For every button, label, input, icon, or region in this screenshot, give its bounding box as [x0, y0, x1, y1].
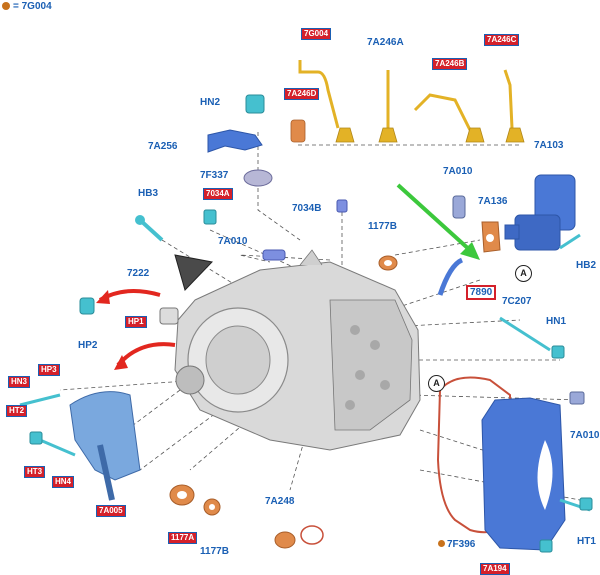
label-7a136: 7A136 — [478, 196, 508, 207]
label-7a246a: 7A246A — [367, 37, 404, 48]
label-hn1: HN1 — [546, 316, 567, 327]
gold-tubes — [298, 60, 514, 131]
label-hn2: HN2 — [200, 97, 221, 108]
label-hb2: HB2 — [576, 260, 597, 271]
red-arrows — [96, 289, 176, 370]
red-label-7a005: 7A005 — [96, 505, 126, 517]
label-1177b-top: 1177B — [368, 221, 397, 232]
label-7a248: 7A248 — [265, 496, 295, 507]
label-1177b-bottom: 1177B — [200, 546, 229, 557]
label-7f337: 7F337 — [200, 170, 229, 181]
legend-dot-icon — [2, 2, 10, 10]
red-label-hp3: HP3 — [38, 364, 60, 376]
label-7f396: 7F396 — [438, 539, 475, 551]
label-7a103: 7A103 — [534, 140, 564, 151]
legend: = 7G004 — [2, 1, 52, 12]
red-label-hp1: HP1 — [125, 316, 147, 328]
label-7a010-right: 7A010 — [570, 430, 600, 441]
green-arrow — [396, 183, 480, 260]
red-label-left1: HN3 — [8, 376, 31, 388]
dot-icon — [438, 540, 445, 547]
label-7222: 7222 — [127, 268, 150, 279]
side-cover — [481, 397, 566, 551]
label-7a256: 7A256 — [148, 141, 178, 152]
label-7034b: 7034B — [292, 203, 322, 214]
small-parts — [19, 94, 593, 553]
label-7a010-top: 7A010 — [443, 166, 473, 177]
red-label-top1: 7G004 — [301, 28, 332, 40]
label-hb3: HB3 — [138, 188, 159, 199]
red-label-top2: 7A246C — [484, 34, 520, 46]
circle-ref-a-top: A — [515, 265, 532, 282]
label-7890: 7890 — [466, 285, 497, 300]
transmission-housing — [174, 249, 421, 451]
red-label-small: 7034A — [203, 188, 233, 200]
red-label-top4: 7A246D — [284, 88, 320, 100]
orange-sensor — [290, 119, 306, 143]
pump-assembly — [504, 174, 576, 251]
label-hp2: HP2 — [78, 340, 98, 351]
legend-text: = 7G004 — [13, 1, 52, 12]
red-label-1177a: 1177A — [168, 532, 198, 544]
label-7f396-text: 7F396 — [447, 539, 476, 550]
label-7a010-left: 7A010 — [218, 236, 248, 247]
label-7c207: 7C207 — [502, 296, 532, 307]
red-label-left3: HN4 — [52, 476, 75, 488]
label-ht1: HT1 — [577, 536, 596, 547]
red-label-left2: HT3 — [24, 466, 46, 478]
circle-ref-a-mid: A — [428, 375, 445, 392]
red-label-bottom-right: 7A194 — [480, 563, 510, 575]
red-label-left4: HT2 — [6, 405, 28, 417]
red-label-top3: 7A246B — [432, 58, 468, 70]
